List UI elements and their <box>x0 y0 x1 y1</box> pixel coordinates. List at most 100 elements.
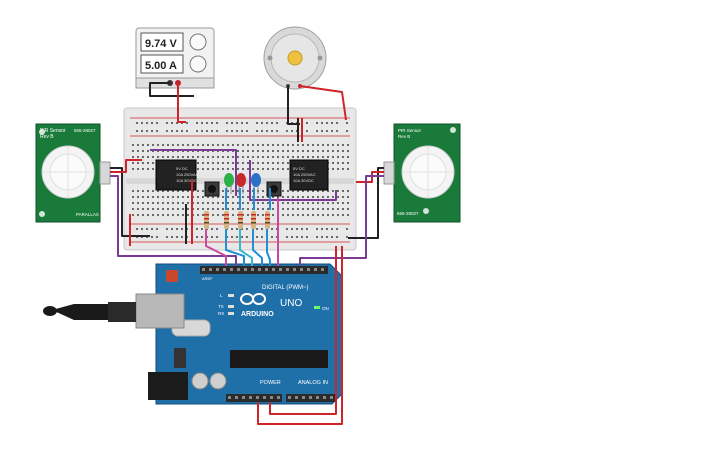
breadboard-hole[interactable] <box>257 202 259 204</box>
breadboard-hole[interactable] <box>287 150 289 152</box>
breadboard-hole[interactable] <box>137 144 139 146</box>
breadboard-hole[interactable] <box>217 208 219 210</box>
breadboard-hole[interactable] <box>256 236 258 238</box>
breadboard-hole[interactable] <box>277 162 279 164</box>
breadboard-hole[interactable] <box>177 202 179 204</box>
breadboard-hole[interactable] <box>217 196 219 198</box>
breadboard-hole[interactable] <box>216 122 218 124</box>
breadboard-hole[interactable] <box>187 214 189 216</box>
breadboard-hole[interactable] <box>332 190 334 192</box>
breadboard-hole[interactable] <box>272 196 274 198</box>
breadboard-hole[interactable] <box>316 122 318 124</box>
breadboard-hole[interactable] <box>327 196 329 198</box>
resistors[interactable] <box>204 211 270 229</box>
header-pin[interactable] <box>249 396 252 399</box>
breadboard-hole[interactable] <box>172 202 174 204</box>
breadboard-hole[interactable] <box>237 150 239 152</box>
breadboard-hole[interactable] <box>332 214 334 216</box>
breadboard-hole[interactable] <box>297 190 299 192</box>
breadboard-hole[interactable] <box>262 196 264 198</box>
breadboard-hole[interactable] <box>137 196 139 198</box>
breadboard-hole[interactable] <box>157 208 159 210</box>
breadboard-hole[interactable] <box>337 202 339 204</box>
breadboard-hole[interactable] <box>241 130 243 132</box>
breadboard-hole[interactable] <box>276 122 278 124</box>
breadboard-hole[interactable] <box>242 162 244 164</box>
breadboard-hole[interactable] <box>332 156 334 158</box>
breadboard-hole[interactable] <box>271 130 273 132</box>
breadboard-hole[interactable] <box>132 190 134 192</box>
breadboard-hole[interactable] <box>162 214 164 216</box>
breadboard-hole[interactable] <box>247 208 249 210</box>
breadboard-hole[interactable] <box>271 122 273 124</box>
header-pin[interactable] <box>321 268 324 271</box>
breadboard-hole[interactable] <box>202 156 204 158</box>
breadboard-hole[interactable] <box>321 122 323 124</box>
breadboard-hole[interactable] <box>327 214 329 216</box>
breadboard-hole[interactable] <box>222 196 224 198</box>
breadboard-hole[interactable] <box>342 214 344 216</box>
breadboard-hole[interactable] <box>216 130 218 132</box>
breadboard-hole[interactable] <box>152 156 154 158</box>
breadboard-hole[interactable] <box>262 156 264 158</box>
breadboard-hole[interactable] <box>292 196 294 198</box>
breadboard-hole[interactable] <box>196 228 198 230</box>
breadboard-hole[interactable] <box>307 156 309 158</box>
breadboard-hole[interactable] <box>297 202 299 204</box>
breadboard-hole[interactable] <box>337 208 339 210</box>
breadboard-hole[interactable] <box>202 208 204 210</box>
breadboard-hole[interactable] <box>346 130 348 132</box>
breadboard-hole[interactable] <box>141 122 143 124</box>
breadboard-hole[interactable] <box>287 208 289 210</box>
breadboard-hole[interactable] <box>287 156 289 158</box>
breadboard-hole[interactable] <box>322 190 324 192</box>
breadboard-hole[interactable] <box>156 228 158 230</box>
breadboard-hole[interactable] <box>302 150 304 152</box>
breadboard-hole[interactable] <box>287 196 289 198</box>
breadboard-hole[interactable] <box>147 208 149 210</box>
breadboard-hole[interactable] <box>327 150 329 152</box>
breadboard-hole[interactable] <box>172 190 174 192</box>
breadboard-hole[interactable] <box>287 168 289 170</box>
breadboard-hole[interactable] <box>246 122 248 124</box>
header-pin[interactable] <box>263 396 266 399</box>
breadboard-hole[interactable] <box>286 228 288 230</box>
breadboard-hole[interactable] <box>197 144 199 146</box>
breadboard-hole[interactable] <box>271 228 273 230</box>
breadboard-hole[interactable] <box>167 144 169 146</box>
breadboard-hole[interactable] <box>187 144 189 146</box>
breadboard-hole[interactable] <box>237 208 239 210</box>
breadboard-hole[interactable] <box>156 130 158 132</box>
breadboard-hole[interactable] <box>342 156 344 158</box>
breadboard-hole[interactable] <box>257 208 259 210</box>
breadboard-hole[interactable] <box>267 156 269 158</box>
breadboard-hole[interactable] <box>331 130 333 132</box>
breadboard-hole[interactable] <box>162 144 164 146</box>
breadboard-hole[interactable] <box>222 156 224 158</box>
breadboard-hole[interactable] <box>252 168 254 170</box>
breadboard-hole[interactable] <box>167 196 169 198</box>
breadboard-hole[interactable] <box>292 208 294 210</box>
breadboard-hole[interactable] <box>297 144 299 146</box>
breadboard-hole[interactable] <box>202 196 204 198</box>
breadboard-hole[interactable] <box>227 208 229 210</box>
header-pin[interactable] <box>307 268 310 271</box>
breadboard-hole[interactable] <box>207 168 209 170</box>
breadboard-hole[interactable] <box>187 202 189 204</box>
breadboard-hole[interactable] <box>142 168 144 170</box>
breadboard-hole[interactable] <box>337 196 339 198</box>
breadboard-hole[interactable] <box>292 156 294 158</box>
breadboard-hole[interactable] <box>212 196 214 198</box>
breadboard-hole[interactable] <box>231 130 233 132</box>
breadboard-hole[interactable] <box>182 202 184 204</box>
breadboard-hole[interactable] <box>336 228 338 230</box>
breadboard-hole[interactable] <box>227 162 229 164</box>
breadboard-hole[interactable] <box>222 144 224 146</box>
breadboard-hole[interactable] <box>347 214 349 216</box>
breadboard-hole[interactable] <box>172 214 174 216</box>
breadboard-hole[interactable] <box>332 150 334 152</box>
breadboard-hole[interactable] <box>292 144 294 146</box>
breadboard-hole[interactable] <box>307 202 309 204</box>
breadboard-hole[interactable] <box>326 236 328 238</box>
breadboard-hole[interactable] <box>282 202 284 204</box>
